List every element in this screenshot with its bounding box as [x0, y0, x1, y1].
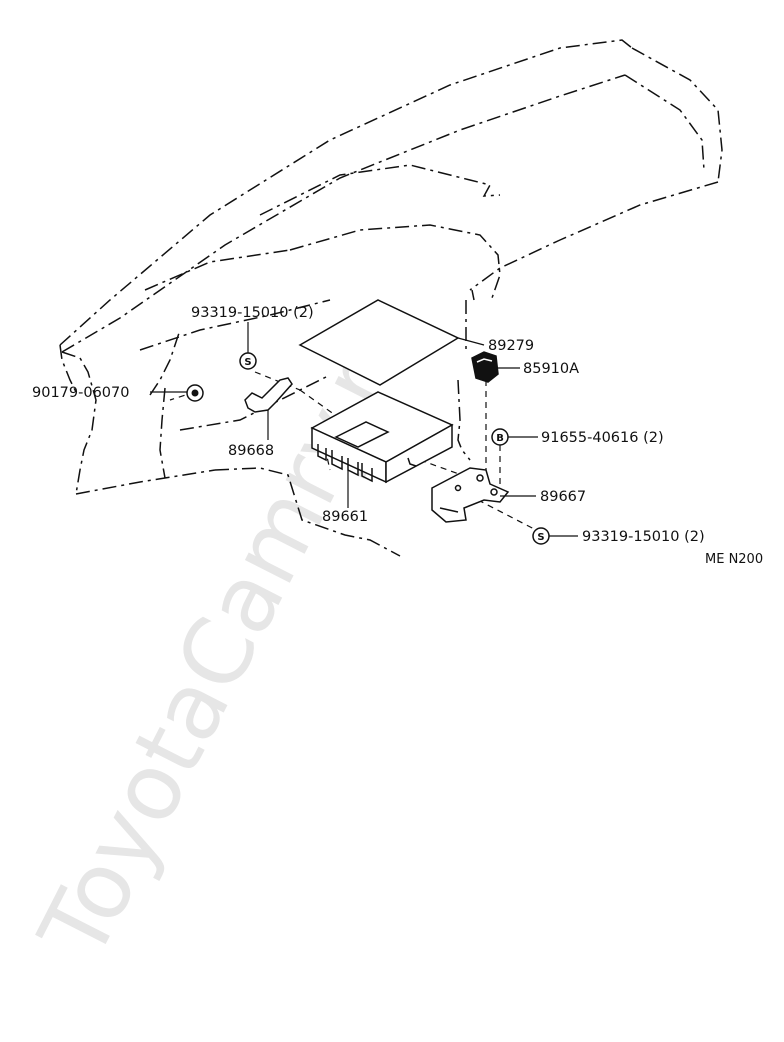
diagram-code: ME N200: [705, 552, 763, 567]
dashboard-outline: [59, 39, 723, 557]
svg-text:S: S: [537, 532, 544, 543]
svg-text:S: S: [244, 357, 251, 368]
nut-90179: [186, 384, 204, 402]
label-89279: 89279: [488, 338, 534, 354]
screw-marker-bottom: S: [532, 527, 550, 545]
svg-text:B: B: [496, 433, 504, 444]
label-89668: 89668: [228, 443, 274, 459]
label-90179: 90179-06070: [32, 385, 130, 401]
label-93319-bottom: 93319-15010 (2): [582, 529, 705, 545]
relay-85910A: [471, 351, 499, 383]
leader-lines: [150, 322, 578, 537]
bracket-89668: [244, 377, 293, 413]
label-89661: 89661: [322, 509, 368, 525]
label-85910A: 85910A: [523, 361, 579, 377]
bolt-marker: B: [491, 428, 509, 446]
ecu-box-89661: [310, 391, 454, 484]
label-89667: 89667: [540, 489, 586, 505]
screw-marker-top: S: [239, 352, 257, 370]
label-93319-top: 93319-15010 (2): [191, 305, 314, 321]
bracket-89667: [431, 467, 510, 523]
label-91655: 91655-40616 (2): [541, 430, 664, 446]
